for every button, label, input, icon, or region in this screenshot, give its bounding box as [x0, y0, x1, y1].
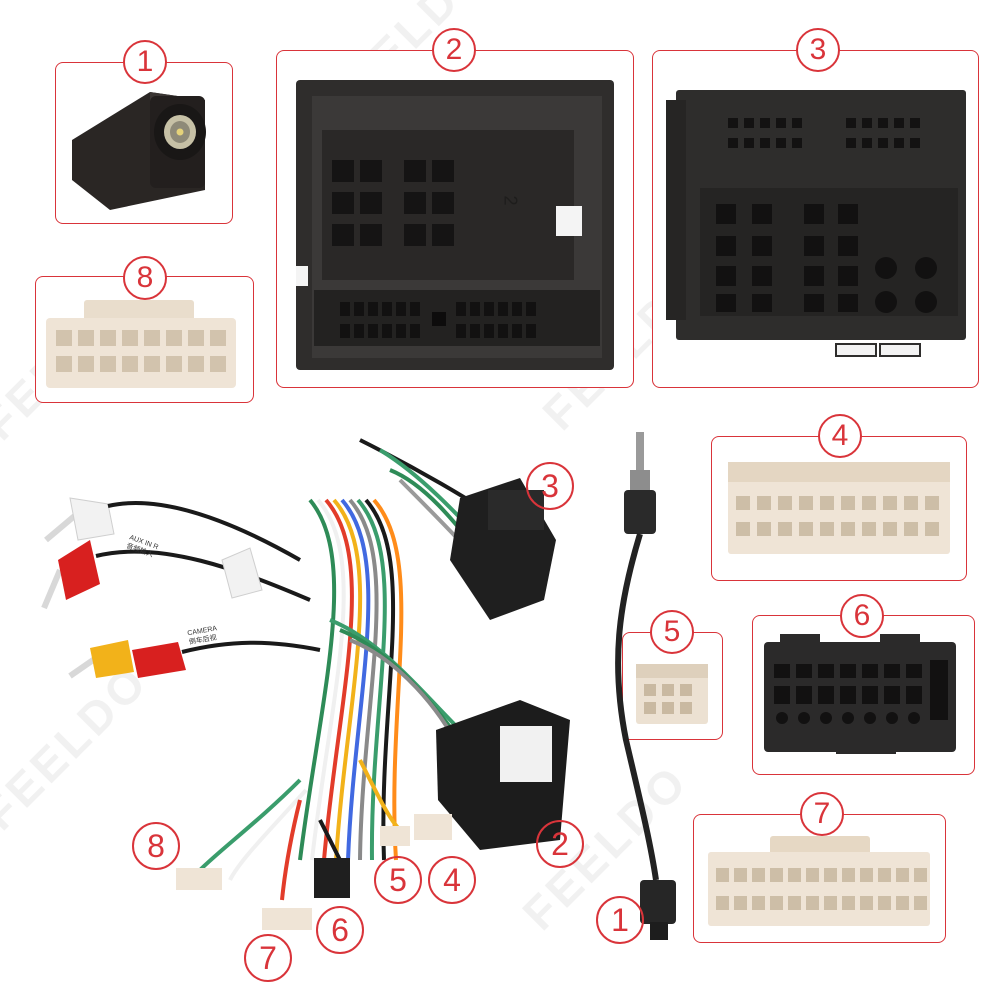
callout-5-harness: 5	[374, 856, 422, 904]
callout-6-harness: 6	[316, 906, 364, 954]
callout-4-top: 4	[818, 414, 862, 458]
callout-8-top: 8	[123, 256, 167, 300]
callout-5-top: 5	[650, 610, 694, 654]
callout-3-top: 3	[796, 28, 840, 72]
callout-2-harness: 2	[536, 820, 584, 868]
callout-1-harness: 1	[596, 896, 644, 944]
callout-2-top: 2	[432, 28, 476, 72]
callout-7-top: 7	[800, 792, 844, 836]
callout-1-top: 1	[123, 40, 167, 84]
callout-6-top: 6	[840, 594, 884, 638]
callout-8-harness: 8	[132, 822, 180, 870]
callout-3-harness: 3	[526, 462, 574, 510]
callout-7-harness: 7	[244, 934, 292, 982]
callout-4-harness: 4	[428, 856, 476, 904]
